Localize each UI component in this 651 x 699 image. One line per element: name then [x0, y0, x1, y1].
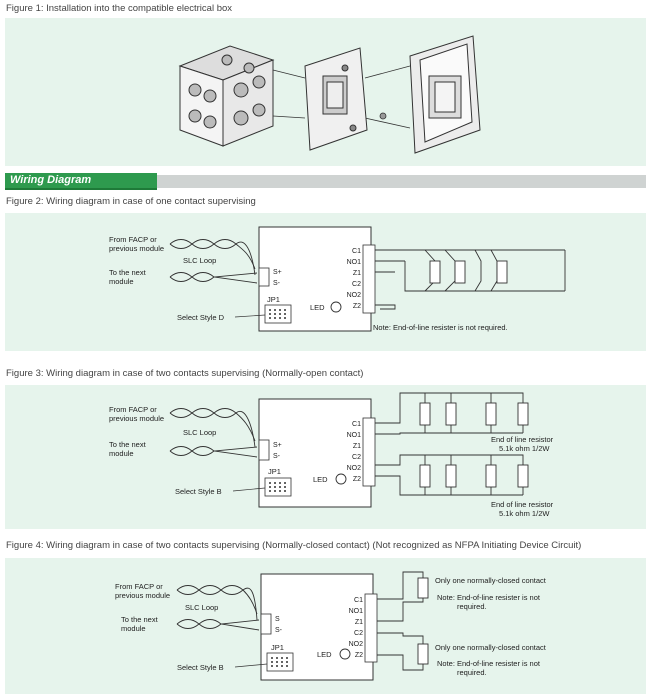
eol-resistor-label-2: End of line resistor — [491, 500, 554, 509]
select-style-label: Select Style B — [175, 487, 222, 496]
terminal-s-minus: S- — [273, 453, 281, 460]
eol-resistor-value-2: 5.1k ohm 1/2W — [499, 509, 550, 518]
select-style-label: Select Style D — [177, 313, 225, 322]
led-label: LED — [313, 475, 328, 484]
output-terminal-block — [362, 244, 376, 314]
from-facp-label-2: previous module — [115, 591, 170, 600]
led-label: LED — [310, 303, 325, 312]
terminal-no1: NO1 — [349, 608, 364, 615]
figure4-panel: From FACP or previous module SLC Loop To… — [5, 558, 646, 694]
terminal-z2: Z2 — [355, 652, 363, 659]
terminal-s-minus: S- — [273, 280, 281, 287]
from-facp-label: From FACP or — [115, 582, 163, 591]
terminal-c2: C2 — [352, 281, 361, 288]
eol-note: Note: End-of-line resister is not requir… — [373, 323, 508, 332]
terminal-z2: Z2 — [353, 476, 361, 483]
terminal-z1: Z1 — [355, 619, 363, 626]
led-label: LED — [317, 650, 332, 659]
figure3-diagram: From FACP or previous module SLC Loop To… — [109, 392, 554, 518]
led-indicator — [339, 648, 351, 660]
figure1-caption: Figure 1: Installation into the compatib… — [6, 3, 233, 14]
jp1-label: JP1 — [267, 295, 280, 304]
jp1-label: JP1 — [268, 467, 281, 476]
nc-note-2-cont: required. — [457, 668, 487, 677]
section-header: Wiring Diagram — [5, 173, 646, 190]
to-next-label-2: module — [109, 449, 134, 458]
nc-note-1-cont: required. — [457, 602, 487, 611]
jumper-jp1 — [264, 304, 292, 324]
electrical-box — [178, 45, 275, 147]
nc-contact-label-1: Only one normally-closed contact — [435, 576, 547, 585]
terminal-c2: C2 — [352, 454, 361, 461]
figure2-caption: Figure 2: Wiring diagram in case of one … — [6, 196, 256, 207]
jumper-jp1 — [264, 477, 292, 497]
installation-illustration — [178, 35, 481, 154]
figure2-diagram: From FACP or previous module SLC Loop To… — [109, 226, 566, 332]
wall-plate — [409, 35, 481, 154]
terminal-s-minus: S- — [275, 627, 283, 634]
terminal-z2: Z2 — [353, 303, 361, 310]
terminal-c1: C1 — [352, 421, 361, 428]
to-next-label-2: module — [121, 624, 146, 633]
to-next-label: To the next — [121, 615, 159, 624]
slc-loop-label: SLC Loop — [185, 603, 218, 612]
terminal-z1: Z1 — [353, 270, 361, 277]
figure4-diagram: From FACP or previous module SLC Loop To… — [115, 571, 547, 681]
slc-loop-label: SLC Loop — [183, 428, 216, 437]
terminal-c1: C1 — [352, 248, 361, 255]
to-next-label: To the next — [109, 268, 147, 277]
terminal-no2: NO2 — [349, 641, 364, 648]
jumper-jp1 — [266, 652, 294, 672]
nc-note-2: Note: End-of-line resister is not — [437, 659, 541, 668]
slc-loop-label: SLC Loop — [183, 256, 216, 265]
jp1-label: JP1 — [271, 643, 284, 652]
terminal-no1: NO1 — [347, 259, 362, 266]
from-facp-label-2: previous module — [109, 414, 164, 423]
terminal-s: S — [275, 616, 280, 623]
terminal-z1: Z1 — [353, 443, 361, 450]
figure3-caption: Figure 3: Wiring diagram in case of two … — [6, 368, 364, 379]
terminal-no1: NO1 — [347, 432, 362, 439]
figure2-panel: From FACP or previous module SLC Loop To… — [5, 213, 646, 351]
led-indicator — [330, 301, 342, 313]
from-facp-label: From FACP or — [109, 235, 157, 244]
terminal-no2: NO2 — [347, 292, 362, 299]
power-terminal-block — [258, 267, 270, 287]
from-facp-label: From FACP or — [109, 405, 157, 414]
terminal-s-plus: S+ — [273, 269, 282, 276]
section-title: Wiring Diagram — [10, 174, 92, 186]
terminal-s-plus: S+ — [273, 442, 282, 449]
nc-contact-label-2: Only one normally-closed contact — [435, 643, 547, 652]
terminal-no2: NO2 — [347, 465, 362, 472]
terminal-c1: C1 — [354, 597, 363, 604]
eol-resistor-label-1: End of line resistor — [491, 435, 554, 444]
eol-resistor-value-1: 5.1k ohm 1/2W — [499, 444, 550, 453]
to-next-label: To the next — [109, 440, 147, 449]
nc-note-1: Note: End-of-line resister is not — [437, 593, 541, 602]
figure1-panel — [5, 18, 646, 166]
figure4-caption: Figure 4: Wiring diagram in case of two … — [6, 540, 582, 551]
select-style-label: Select Style B — [177, 663, 224, 672]
led-indicator — [335, 473, 347, 485]
to-next-label-2: module — [109, 277, 134, 286]
from-facp-label-2: previous module — [109, 244, 164, 253]
figure3-panel: From FACP or previous module SLC Loop To… — [5, 385, 646, 529]
module-plate — [304, 47, 368, 151]
terminal-c2: C2 — [354, 630, 363, 637]
